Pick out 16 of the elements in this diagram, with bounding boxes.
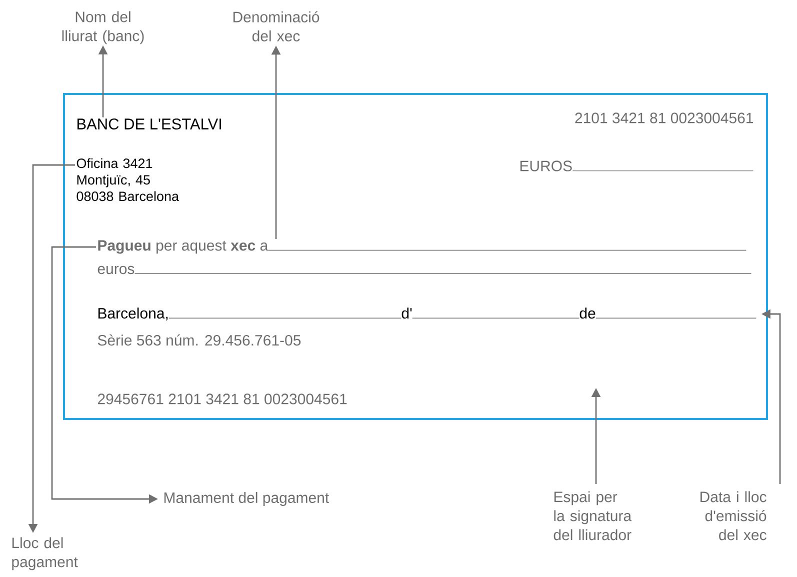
callout-label: Manament del pagament (164, 492, 329, 506)
cheque-frame (63, 93, 768, 420)
payee-line: Pagueu per aquest xec a (98, 240, 747, 254)
serial-number: Sèrie 563 núm. 29.456.761-05 (98, 334, 301, 346)
callout-label: Data i lloc d'emissió del xec (700, 491, 766, 540)
date-line: Barcelona, d' de (98, 308, 757, 320)
callout-label: Denominació del xec (233, 11, 320, 42)
callout-label: Nom del lliurat (banc) (62, 11, 144, 44)
account-number: 2101 3421 81 0023004561 (575, 112, 754, 124)
amount-line: euros (98, 266, 752, 274)
amount-field: EUROS (520, 160, 754, 172)
bank-name: BANC DE L'ESTALVI (77, 118, 221, 130)
address-text: Oficina 3421 Montjuïc, 45 08038 Barcelona (76, 158, 180, 202)
code-line: 29456761 2101 3421 81 0023004561 (98, 394, 347, 404)
callout-label: Lloc del pagament (12, 537, 78, 570)
callout-label: Espai per la signatura del lliurador (554, 491, 632, 540)
